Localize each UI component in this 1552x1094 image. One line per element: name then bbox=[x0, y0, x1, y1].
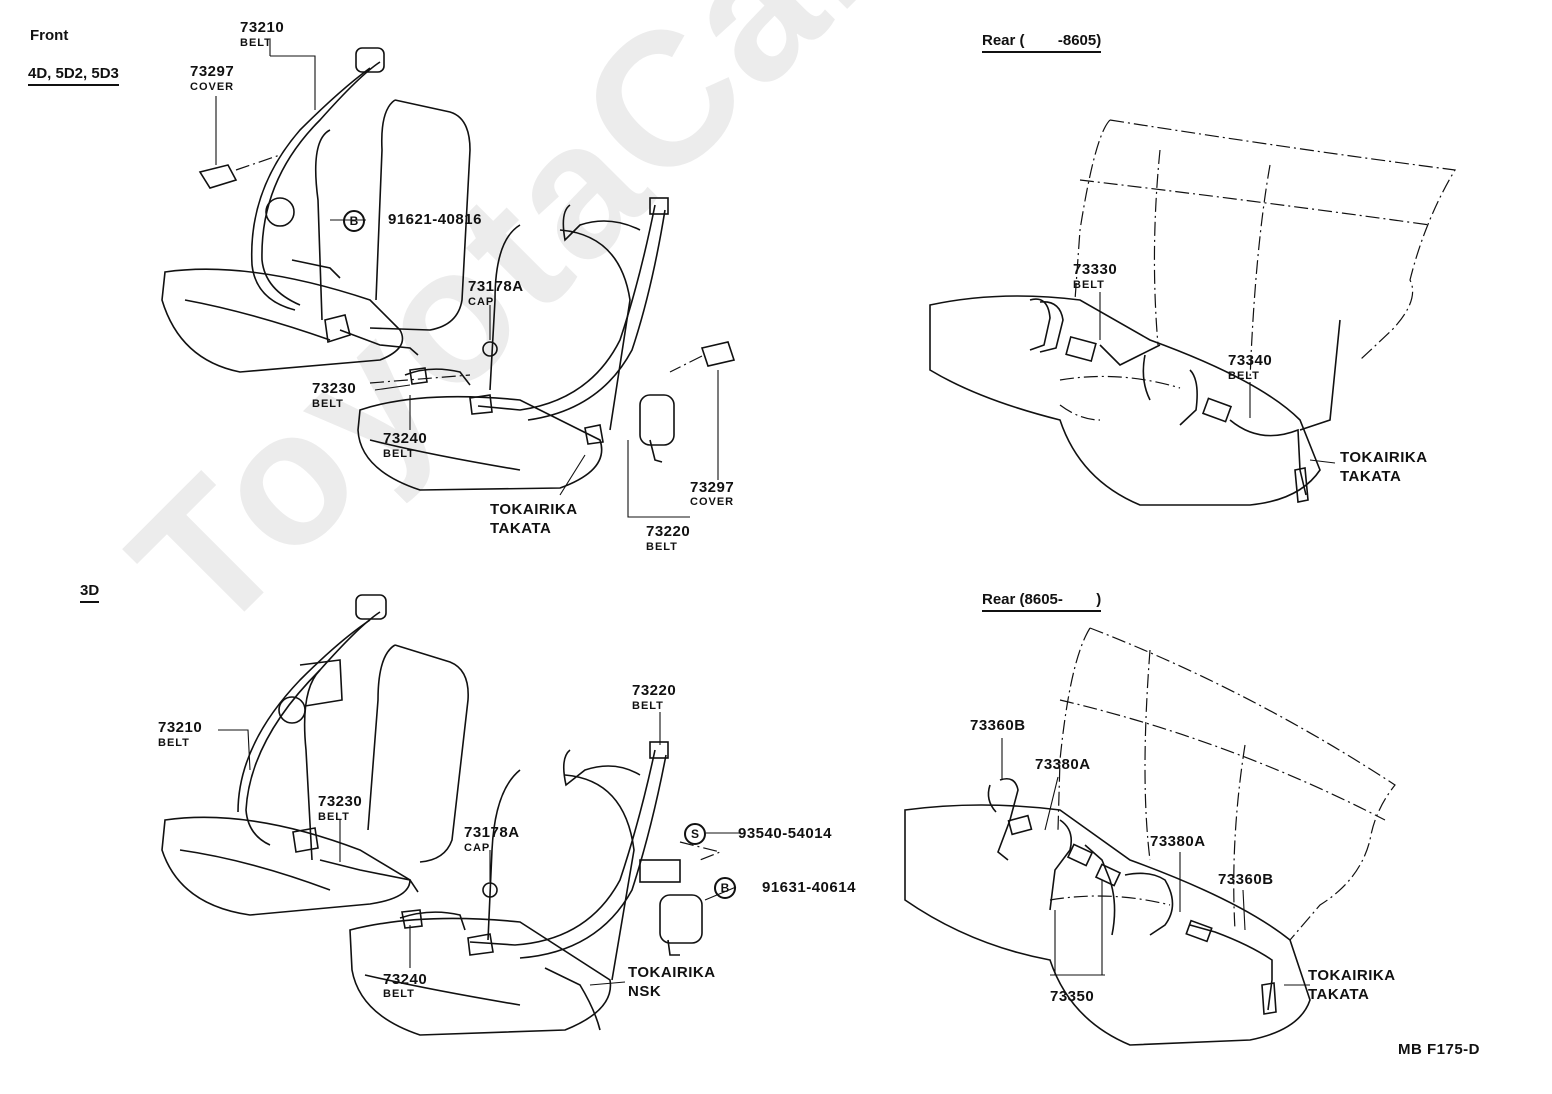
front-belt-73240-buckle bbox=[404, 367, 471, 386]
part-name-73178A-front: CAP bbox=[468, 296, 495, 308]
part-number-73178A-3d: 73178A bbox=[464, 824, 520, 841]
rear-b-seat-illustration bbox=[904, 627, 1396, 1046]
rear-a-leader-lines bbox=[1099, 292, 1336, 464]
part-name-73240-front: BELT bbox=[383, 448, 415, 460]
3d-seat-right-illustration bbox=[349, 749, 641, 1036]
rear-b-belts bbox=[987, 777, 1277, 1015]
part-number-73240-front: 73240 bbox=[383, 430, 428, 447]
part-number-73340: 73340 bbox=[1228, 352, 1273, 369]
part-number-73230-3d: 73230 bbox=[318, 793, 363, 810]
screw-symbol-icon: S bbox=[684, 823, 706, 845]
screw-part-number-93540: 93540-54014 bbox=[738, 825, 832, 842]
part-number-73350: 73350 bbox=[1050, 988, 1095, 1005]
part-name-73210: BELT bbox=[240, 37, 272, 49]
part-name-73240-3d: BELT bbox=[383, 988, 415, 1000]
part-name-73330: BELT bbox=[1073, 279, 1105, 291]
rear-b-section-title: Rear (8605- ) bbox=[982, 592, 1102, 612]
3d-belt-73220 bbox=[467, 741, 703, 1031]
maker-takata-front: TAKATA bbox=[490, 520, 552, 537]
front-cover-parts bbox=[198, 164, 736, 367]
maker-nsk-3d: NSK bbox=[628, 983, 662, 1000]
part-number-73360B-left: 73360B bbox=[970, 717, 1026, 734]
part-name-73297-bottom: COVER bbox=[690, 496, 735, 508]
maker-tokairika-3d: TOKAIRIKA bbox=[628, 964, 716, 981]
3d-seat-left-illustration bbox=[161, 644, 469, 916]
part-number-73230-front: 73230 bbox=[312, 380, 357, 397]
part-number-73210-3d: 73210 bbox=[158, 719, 203, 736]
bolt-part-number-91621: 91621-40816 bbox=[388, 211, 482, 228]
rear-a-belts bbox=[1029, 298, 1309, 503]
3d-belt-73210 bbox=[237, 594, 419, 893]
figure-code: MB F175-D bbox=[1398, 1041, 1481, 1058]
front-seat-right-illustration bbox=[357, 204, 641, 491]
part-number-73240-3d: 73240 bbox=[383, 971, 428, 988]
part-name-73220-front: BELT bbox=[646, 541, 678, 553]
maker-takata-rear-a: TAKATA bbox=[1340, 468, 1402, 485]
rear-a-section-title: Rear ( -8605) bbox=[982, 33, 1102, 53]
part-name-73178A-3d: CAP bbox=[464, 842, 491, 854]
part-number-73380A-left: 73380A bbox=[1035, 756, 1091, 773]
3d-belt-73240-buckle bbox=[399, 909, 466, 931]
part-number-73220-3d: 73220 bbox=[632, 682, 677, 699]
rear-a-seat-illustration bbox=[929, 119, 1456, 506]
front-section-title: Front bbox=[30, 27, 69, 44]
part-number-73220-front: 73220 bbox=[646, 523, 691, 540]
part-name-73230-front: BELT bbox=[312, 398, 344, 410]
part-name-73210-3d: BELT bbox=[158, 737, 190, 749]
front-seat-left-illustration bbox=[161, 99, 471, 373]
front-cap-73178A-shape bbox=[482, 341, 498, 357]
part-name-73297-top: COVER bbox=[190, 81, 235, 93]
part-number-73297-bottom: 73297 bbox=[690, 479, 735, 496]
part-number-73380A-right: 73380A bbox=[1150, 833, 1206, 850]
maker-tokairika-rear-b: TOKAIRIKA bbox=[1308, 967, 1396, 984]
bolt-symbol-icon: B bbox=[343, 210, 365, 232]
3d-leader-lines bbox=[218, 712, 740, 986]
part-number-73360B-right: 73360B bbox=[1218, 871, 1274, 888]
3d-section-title: 3D bbox=[80, 583, 100, 603]
part-number-73178A-front: 73178A bbox=[468, 278, 524, 295]
bolt-part-number-91631: 91631-40614 bbox=[762, 879, 856, 896]
part-number-73297-top: 73297 bbox=[190, 63, 235, 80]
maker-takata-rear-b: TAKATA bbox=[1308, 986, 1370, 1003]
part-number-73210: 73210 bbox=[240, 19, 285, 36]
front-belt-73220 bbox=[469, 197, 675, 463]
part-name-73230-3d: BELT bbox=[318, 811, 350, 823]
3d-cap-73178A-shape bbox=[482, 882, 498, 898]
part-name-73340: BELT bbox=[1228, 370, 1260, 382]
front-variant-label: 4D, 5D2, 5D3 bbox=[28, 66, 119, 86]
front-belt-73210 bbox=[250, 47, 419, 356]
part-name-73220-3d: BELT bbox=[632, 700, 664, 712]
rear-b-leader-lines bbox=[1001, 738, 1310, 986]
maker-tokairika-rear-a: TOKAIRIKA bbox=[1340, 449, 1428, 466]
part-number-73330: 73330 bbox=[1073, 261, 1118, 278]
bolt-symbol-icon-3d: B bbox=[714, 877, 736, 899]
maker-tokairika-front: TOKAIRIKA bbox=[490, 501, 578, 518]
